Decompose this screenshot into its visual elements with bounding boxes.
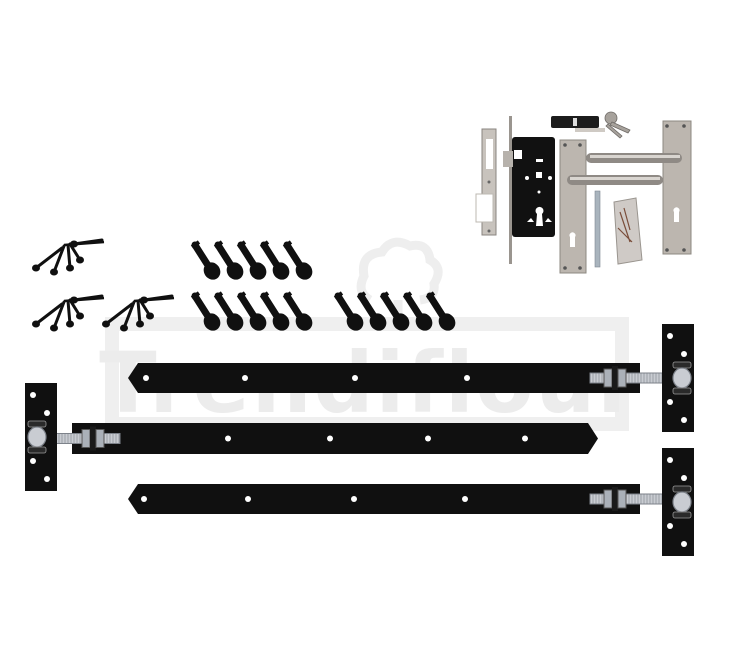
screw-group bbox=[32, 294, 105, 332]
screw-hole bbox=[44, 476, 50, 482]
wood-screws bbox=[32, 238, 175, 332]
screw-group bbox=[102, 294, 175, 332]
coach-bolt-icon bbox=[356, 291, 387, 331]
coach-bolt-icon bbox=[333, 291, 364, 331]
coach-bolt-icon bbox=[425, 291, 456, 331]
screw-hole bbox=[425, 435, 431, 442]
mortice-lock-set bbox=[475, 111, 692, 274]
backplate-handle-left bbox=[559, 139, 663, 274]
mortice-lock-case bbox=[503, 116, 555, 264]
screw-hole bbox=[141, 496, 147, 502]
screw-hole bbox=[522, 435, 528, 442]
keys-icon bbox=[604, 111, 631, 139]
coach-bolt-icon bbox=[236, 240, 267, 280]
coach-bolt-icon bbox=[259, 291, 290, 331]
left-plate bbox=[25, 383, 57, 491]
bottom-right-plate bbox=[662, 448, 694, 556]
screw-hole bbox=[681, 541, 687, 547]
screw-hole bbox=[464, 375, 470, 381]
screw-icon bbox=[52, 244, 66, 274]
screw-hole bbox=[225, 435, 231, 442]
screw-hole bbox=[30, 392, 36, 398]
strike-plate bbox=[475, 128, 497, 236]
top-right-plate bbox=[662, 324, 694, 432]
screw-hole bbox=[327, 435, 333, 442]
screw-icon bbox=[122, 300, 136, 330]
screw-icon bbox=[66, 299, 72, 326]
screw-hole bbox=[681, 417, 687, 423]
coach-bolt-icon bbox=[190, 240, 221, 280]
screw-hole bbox=[352, 375, 358, 381]
coach-bolt-icon bbox=[236, 291, 267, 331]
coach-bolt-icon bbox=[190, 291, 221, 331]
backplate-handle-right bbox=[586, 120, 692, 255]
coach-bolt-icon bbox=[282, 240, 313, 280]
screw-hole bbox=[667, 457, 673, 463]
screw-icon bbox=[34, 246, 64, 270]
coach-bolt-icon bbox=[379, 291, 410, 331]
coach-bolt-icon bbox=[402, 291, 433, 331]
hinge-straps bbox=[25, 363, 689, 514]
screw-hole bbox=[667, 333, 673, 339]
top-strap bbox=[128, 363, 689, 393]
middle-strap bbox=[25, 423, 598, 454]
fixings-bag bbox=[613, 197, 643, 265]
screw-icon bbox=[104, 302, 134, 326]
screw-hole bbox=[44, 410, 50, 416]
screw-hole bbox=[30, 458, 36, 464]
screw-group bbox=[32, 238, 105, 276]
screw-icon bbox=[34, 302, 64, 326]
screw-hole bbox=[667, 523, 673, 529]
screw-hole bbox=[351, 496, 357, 502]
screw-icon bbox=[136, 299, 142, 326]
coach-bolt-icon bbox=[259, 240, 290, 280]
spindle bbox=[594, 190, 601, 268]
screw-hole bbox=[462, 496, 468, 502]
coach-bolt-icon bbox=[282, 291, 313, 331]
bottom-strap bbox=[128, 484, 689, 514]
screw-icon bbox=[52, 300, 66, 330]
hinge-eye bbox=[672, 491, 692, 513]
screw-hole bbox=[245, 496, 251, 502]
hinge-eye bbox=[27, 426, 47, 448]
screw-icon bbox=[66, 243, 72, 270]
coach-bolt-icon bbox=[213, 291, 244, 331]
coach-bolts bbox=[190, 240, 456, 331]
screw-hole bbox=[681, 351, 687, 357]
screw-hole bbox=[242, 375, 248, 381]
coach-bolt-icon bbox=[213, 240, 244, 280]
euro-cylinder bbox=[551, 116, 605, 132]
hinge-eye bbox=[672, 367, 692, 389]
screw-hole bbox=[681, 475, 687, 481]
screw-hole bbox=[143, 375, 149, 381]
screw-hole bbox=[667, 399, 673, 405]
hinge-plates bbox=[25, 324, 694, 556]
